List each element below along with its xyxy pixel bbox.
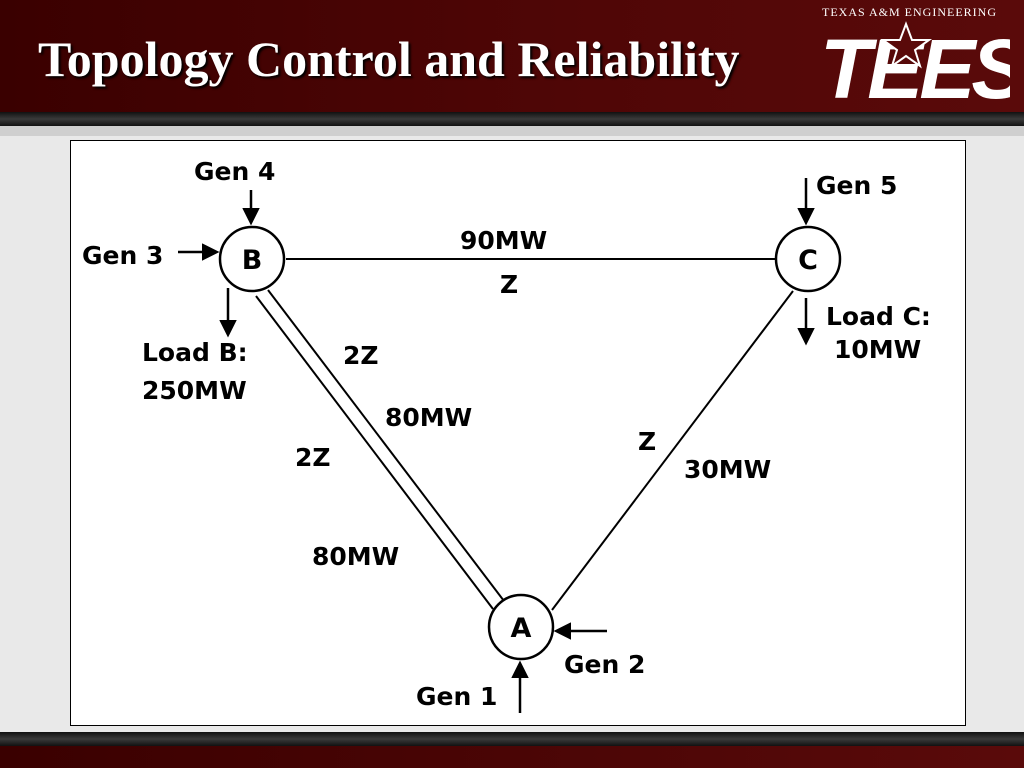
bus-c: [774, 225, 842, 293]
star-icon: [879, 21, 933, 69]
bc-impedance-label: Z: [500, 270, 518, 299]
bc-flow-label: 90MW: [460, 226, 547, 255]
bus-c-label: C: [798, 245, 818, 276]
ba-outer-flow-label: 80MW: [385, 403, 472, 432]
svg-text:TEES: TEES: [820, 22, 1010, 106]
bus-b: [218, 225, 286, 293]
header-highlight: [0, 126, 1024, 136]
bus-a: [487, 593, 555, 661]
slide-header: Topology Control and Reliability TEXAS A…: [0, 0, 1024, 112]
line-b-a-outer: [267, 289, 505, 602]
load-b-label-line2: 250MW: [142, 376, 247, 405]
ca-impedance-label: Z: [638, 427, 656, 456]
gen3-label: Gen 3: [82, 241, 163, 270]
load-c-label-line1: Load C:: [826, 302, 931, 331]
gen5-label: Gen 5: [816, 171, 897, 200]
line-c-a: [551, 290, 794, 611]
slide-title: Topology Control and Reliability: [38, 31, 740, 87]
ba-inner-flow-label: 80MW: [312, 542, 399, 571]
header-divider: [0, 112, 1024, 126]
gen1-label: Gen 1: [416, 682, 497, 711]
load-c-label-line2: 10MW: [834, 335, 921, 364]
org-text: TEXAS A&M ENGINEERING: [822, 5, 997, 19]
footer-divider: [0, 732, 1024, 746]
bus-b-label: B: [242, 245, 263, 276]
bus-a-label: A: [511, 613, 532, 644]
slide-footer: [0, 746, 1024, 768]
load-b-label-line1: Load B:: [142, 338, 248, 367]
ba-outer-impedance-label: 2Z: [343, 341, 379, 370]
ca-flow-label: 30MW: [684, 455, 771, 484]
tees-logo: TEES: [820, 21, 1010, 106]
gen4-label: Gen 4: [194, 157, 275, 186]
line-b-a-inner: [255, 295, 494, 610]
ba-inner-impedance-label: 2Z: [295, 443, 331, 472]
gen2-label: Gen 2: [564, 650, 645, 679]
